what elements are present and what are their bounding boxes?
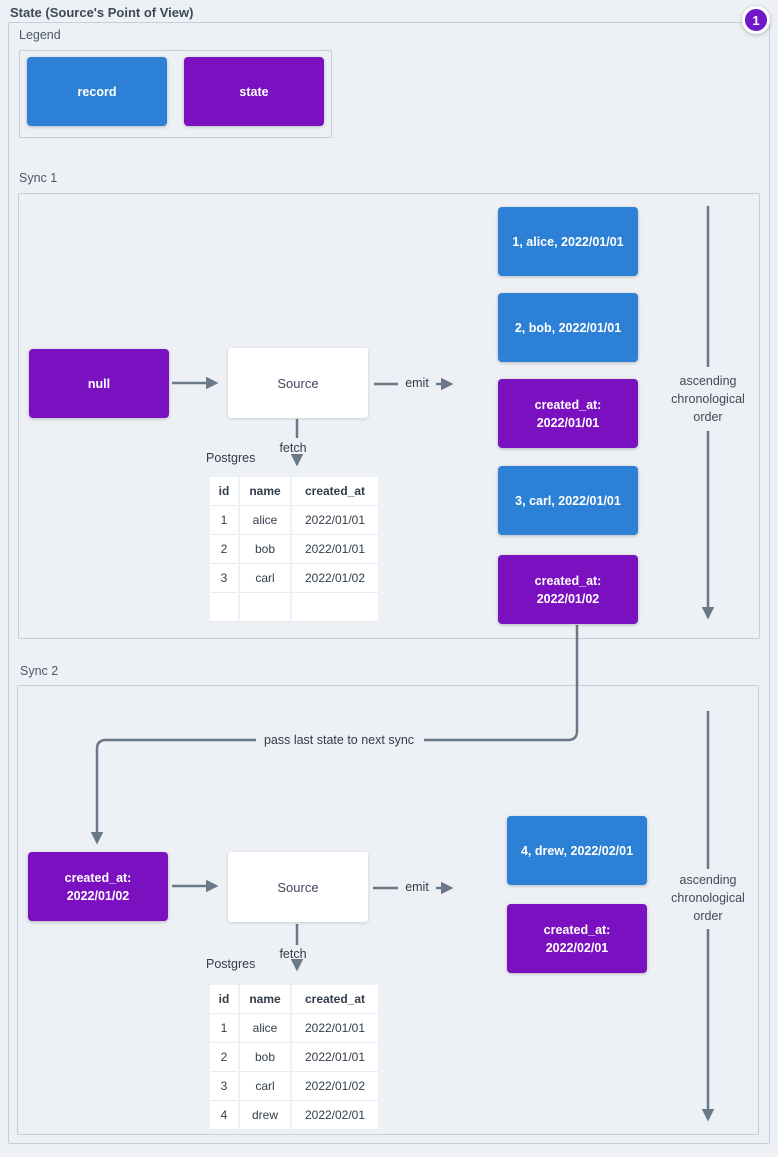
sync1-frame: [18, 193, 760, 639]
sync1-label: Sync 1: [19, 171, 58, 185]
cell: drew: [240, 1101, 290, 1130]
cell: [292, 593, 378, 622]
col-header-id: id: [210, 985, 238, 1014]
sync2-record-1: 4, drew, 2022/02/01: [507, 816, 647, 885]
cell: [240, 593, 290, 622]
cell: 2022/01/01: [292, 1043, 378, 1072]
cell: 2: [210, 1043, 238, 1072]
sync1-postgres-label: Postgres: [206, 451, 256, 465]
cell: alice: [240, 506, 290, 535]
cell: 2022/01/01: [292, 535, 378, 564]
col-header-id: id: [210, 477, 238, 506]
col-header-name: name: [240, 477, 290, 506]
sync2-label: Sync 2: [20, 664, 59, 678]
page-title: State (Source's Point of View): [10, 5, 194, 20]
cell: 2022/01/02: [292, 1072, 378, 1101]
cell: 1: [210, 506, 238, 535]
sync1-input-state-box: null: [29, 349, 169, 418]
pass-state-label: pass last state to next sync: [263, 733, 415, 747]
cell: 2022/01/01: [292, 506, 378, 535]
cell: bob: [240, 1043, 290, 1072]
sync2-input-state-box: created_at: 2022/01/02: [28, 852, 168, 921]
table-row: 3 carl 2022/01/02: [210, 564, 378, 593]
sync1-order-note: ascending chronological order: [671, 374, 745, 424]
cell: carl: [240, 1072, 290, 1101]
cell: carl: [240, 564, 290, 593]
cell: alice: [240, 1014, 290, 1043]
sync1-postgres-table: id name created_at 1 alice 2022/01/01 2 …: [208, 477, 380, 622]
legend-record-swatch: record: [27, 57, 167, 126]
col-header-created-at: created_at: [292, 477, 378, 506]
sync2-postgres-table: id name created_at 1 alice 2022/01/01 2 …: [208, 985, 380, 1130]
cell: 4: [210, 1101, 238, 1130]
cell: 2022/02/01: [292, 1101, 378, 1130]
annotation-badge: 1: [742, 6, 770, 34]
table-row: 2 bob 2022/01/01: [210, 1043, 378, 1072]
cell: 3: [210, 564, 238, 593]
table-row: 2 bob 2022/01/01: [210, 535, 378, 564]
sync1-record-3: 3, carl, 2022/01/01: [498, 466, 638, 535]
cell: 2: [210, 535, 238, 564]
outer-frame: [8, 22, 770, 1144]
legend-label: Legend: [19, 28, 61, 42]
sync1-emit-label: emit: [405, 376, 429, 390]
legend-state-swatch: state: [184, 57, 324, 126]
table-row: 4 drew 2022/02/01: [210, 1101, 378, 1130]
sync2-postgres-label: Postgres: [206, 957, 256, 971]
cell: 2022/01/01: [292, 1014, 378, 1043]
legend-frame: [19, 50, 332, 138]
table-row: 1 alice 2022/01/01: [210, 506, 378, 535]
table-header-row: id name created_at: [210, 985, 378, 1014]
sync1-source-box: Source: [228, 348, 368, 418]
sync2-source-box: Source: [228, 852, 368, 922]
cell: 3: [210, 1072, 238, 1101]
cell: 1: [210, 1014, 238, 1043]
sync1-fetch-label: fetch: [279, 441, 307, 455]
table-header-row: id name created_at: [210, 477, 378, 506]
sync2-frame: [17, 685, 759, 1135]
col-header-created-at: created_at: [292, 985, 378, 1014]
sync1-state-1: created_at: 2022/01/01: [498, 379, 638, 448]
sync2-emit-label: emit: [405, 880, 429, 894]
cell: [210, 593, 238, 622]
sync2-state-1: created_at: 2022/02/01: [507, 904, 647, 973]
sync2-order-note: ascending chronological order: [671, 873, 745, 923]
table-row: 3 carl 2022/01/02: [210, 1072, 378, 1101]
sync2-fetch-label: fetch: [279, 947, 307, 961]
table-row-empty: [210, 593, 378, 622]
sync1-state-2: created_at: 2022/01/02: [498, 555, 638, 624]
cell: 2022/01/02: [292, 564, 378, 593]
table-row: 1 alice 2022/01/01: [210, 1014, 378, 1043]
cell: bob: [240, 535, 290, 564]
sync1-record-1: 1, alice, 2022/01/01: [498, 207, 638, 276]
col-header-name: name: [240, 985, 290, 1014]
sync1-record-2: 2, bob, 2022/01/01: [498, 293, 638, 362]
